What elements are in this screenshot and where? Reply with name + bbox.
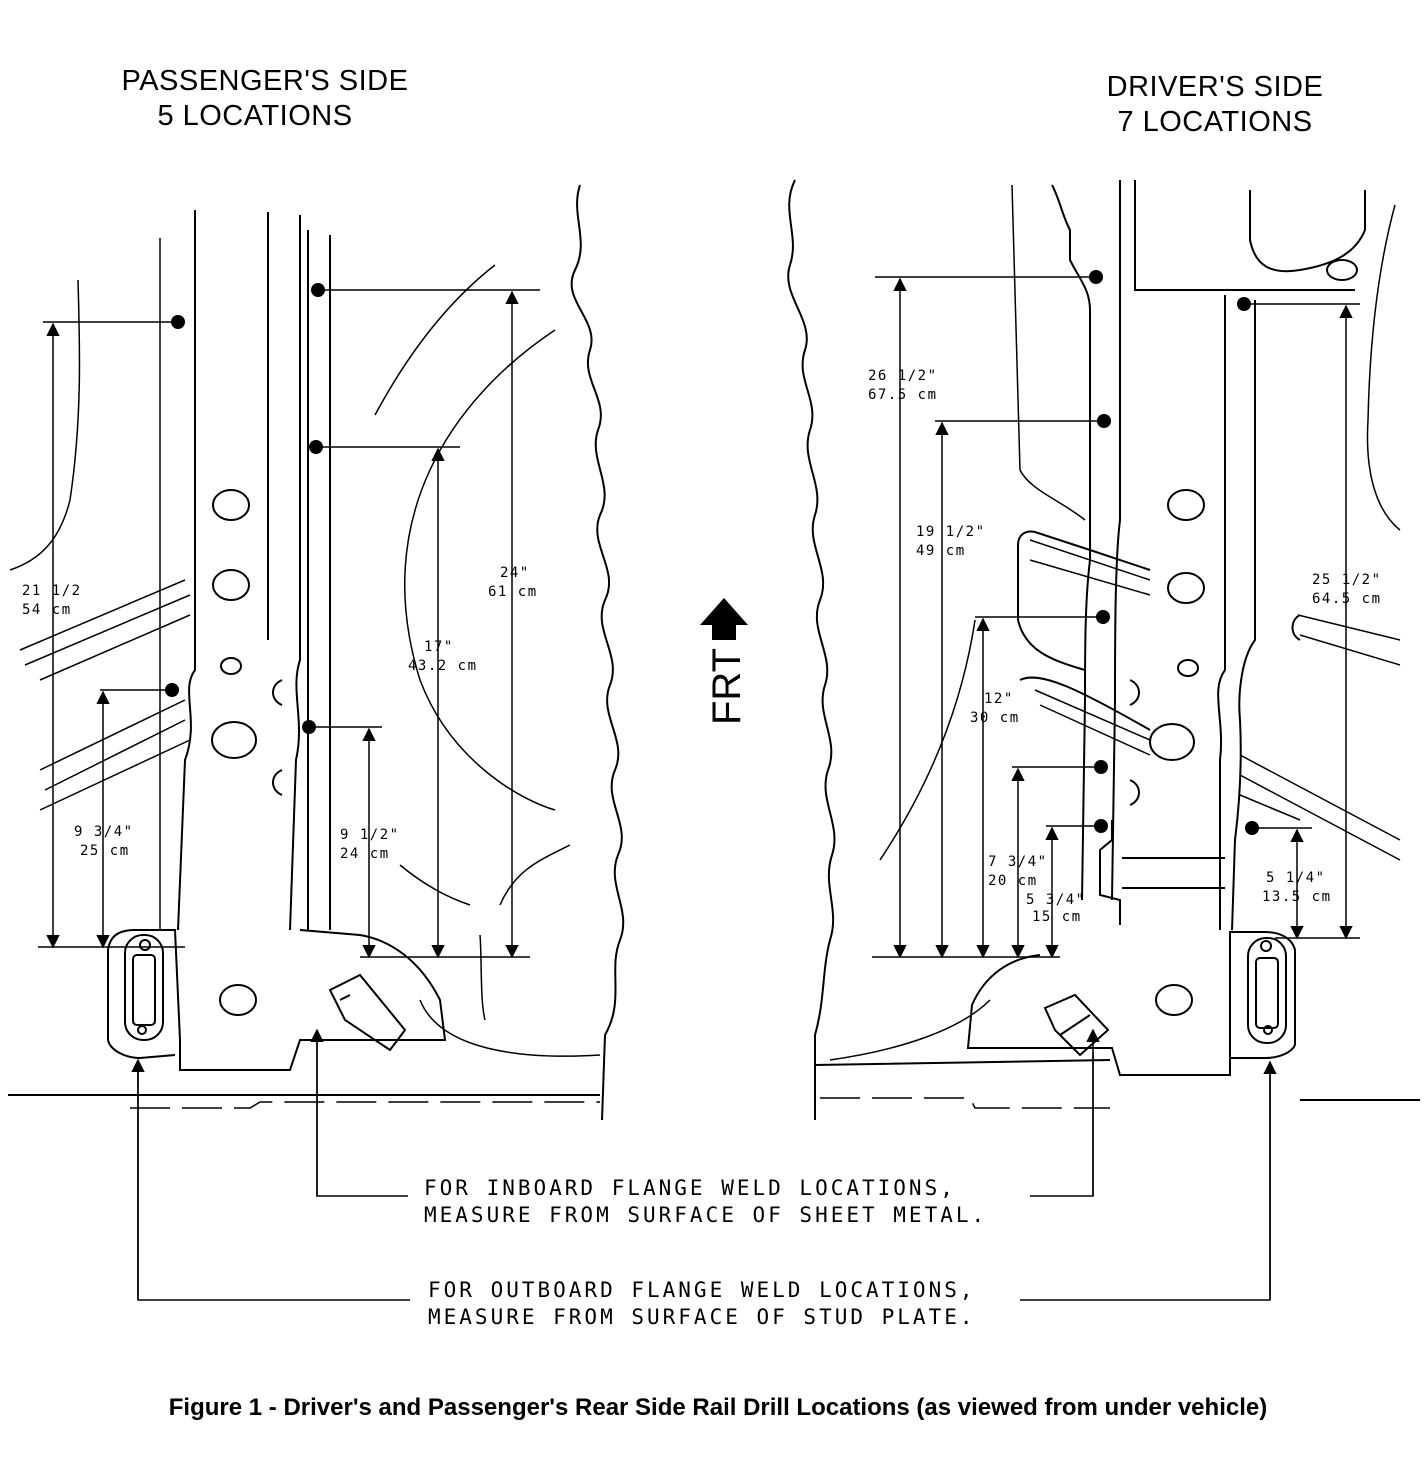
- outboard-note-line2: MEASURE FROM SURFACE OF STUD PLATE.: [428, 1305, 976, 1329]
- passenger-side-drawing: [8, 184, 625, 1121]
- passenger-dim-2-imperial: 9 3/4": [74, 824, 134, 840]
- outboard-note-line1: FOR OUTBOARD FLANGE WELD LOCATIONS,: [428, 1278, 976, 1302]
- passenger-dim-3-metric: 61 cm: [488, 584, 538, 600]
- driver-dim-4-metric: 20 cm: [988, 873, 1038, 889]
- driver-dim-2-imperial: 19 1/2": [916, 524, 986, 540]
- passenger-dim-1-metric: 54 cm: [22, 602, 72, 618]
- driver-side-count: 7 LOCATIONS: [1117, 106, 1312, 138]
- passenger-dim-4-imperial: 17": [424, 639, 454, 655]
- driver-dim-3-metric: 30 cm: [970, 710, 1020, 726]
- driver-dim-7-metric: 13.5 cm: [1262, 889, 1332, 905]
- passenger-dim-1-imperial: 21 1/2: [22, 583, 82, 599]
- driver-dim-6-metric: 64.5 cm: [1312, 591, 1382, 607]
- figure-caption: Figure 1 - Driver's and Passenger's Rear…: [169, 1394, 1267, 1421]
- passenger-dim-2-metric: 25 cm: [80, 843, 130, 859]
- driver-side-drawing: [787, 179, 1420, 1120]
- passenger-dim-3-imperial: 24": [500, 565, 530, 581]
- driver-dim-1-metric: 67.5 cm: [868, 387, 938, 403]
- front-arrow-icon: [700, 598, 748, 640]
- driver-dim-3-imperial: 12": [984, 691, 1014, 707]
- driver-dim-2-metric: 49 cm: [916, 543, 966, 559]
- passenger-dim-5-imperial: 9 1/2": [340, 827, 400, 843]
- driver-dim-6-imperial: 25 1/2": [1312, 572, 1382, 588]
- passenger-dim-4-metric: 43.2 cm: [408, 658, 478, 674]
- passenger-side-count: 5 LOCATIONS: [157, 100, 352, 132]
- driver-dim-4-imperial: 7 3/4": [988, 854, 1048, 870]
- inboard-note-line1: FOR INBOARD FLANGE WELD LOCATIONS,: [424, 1176, 956, 1200]
- driver-dim-7-imperial: 5 1/4": [1266, 870, 1326, 886]
- outboard-callout: [131, 1058, 1277, 1301]
- driver-side-title: DRIVER'S SIDE: [1107, 71, 1324, 103]
- front-direction-indicator: FRT: [700, 598, 749, 725]
- passenger-dim-5-metric: 24 cm: [340, 846, 390, 862]
- driver-dim-5-imperial: 5 3/4": [1026, 892, 1086, 908]
- inboard-note-line2: MEASURE FROM SURFACE OF SHEET METAL.: [424, 1203, 987, 1227]
- front-label: FRT: [705, 648, 749, 725]
- driver-dim-5-metric: 15 cm: [1032, 909, 1082, 925]
- passenger-side-title: PASSENGER'S SIDE: [122, 65, 409, 97]
- driver-dim-1-imperial: 26 1/2": [868, 368, 938, 384]
- inboard-callout: [310, 1028, 1100, 1197]
